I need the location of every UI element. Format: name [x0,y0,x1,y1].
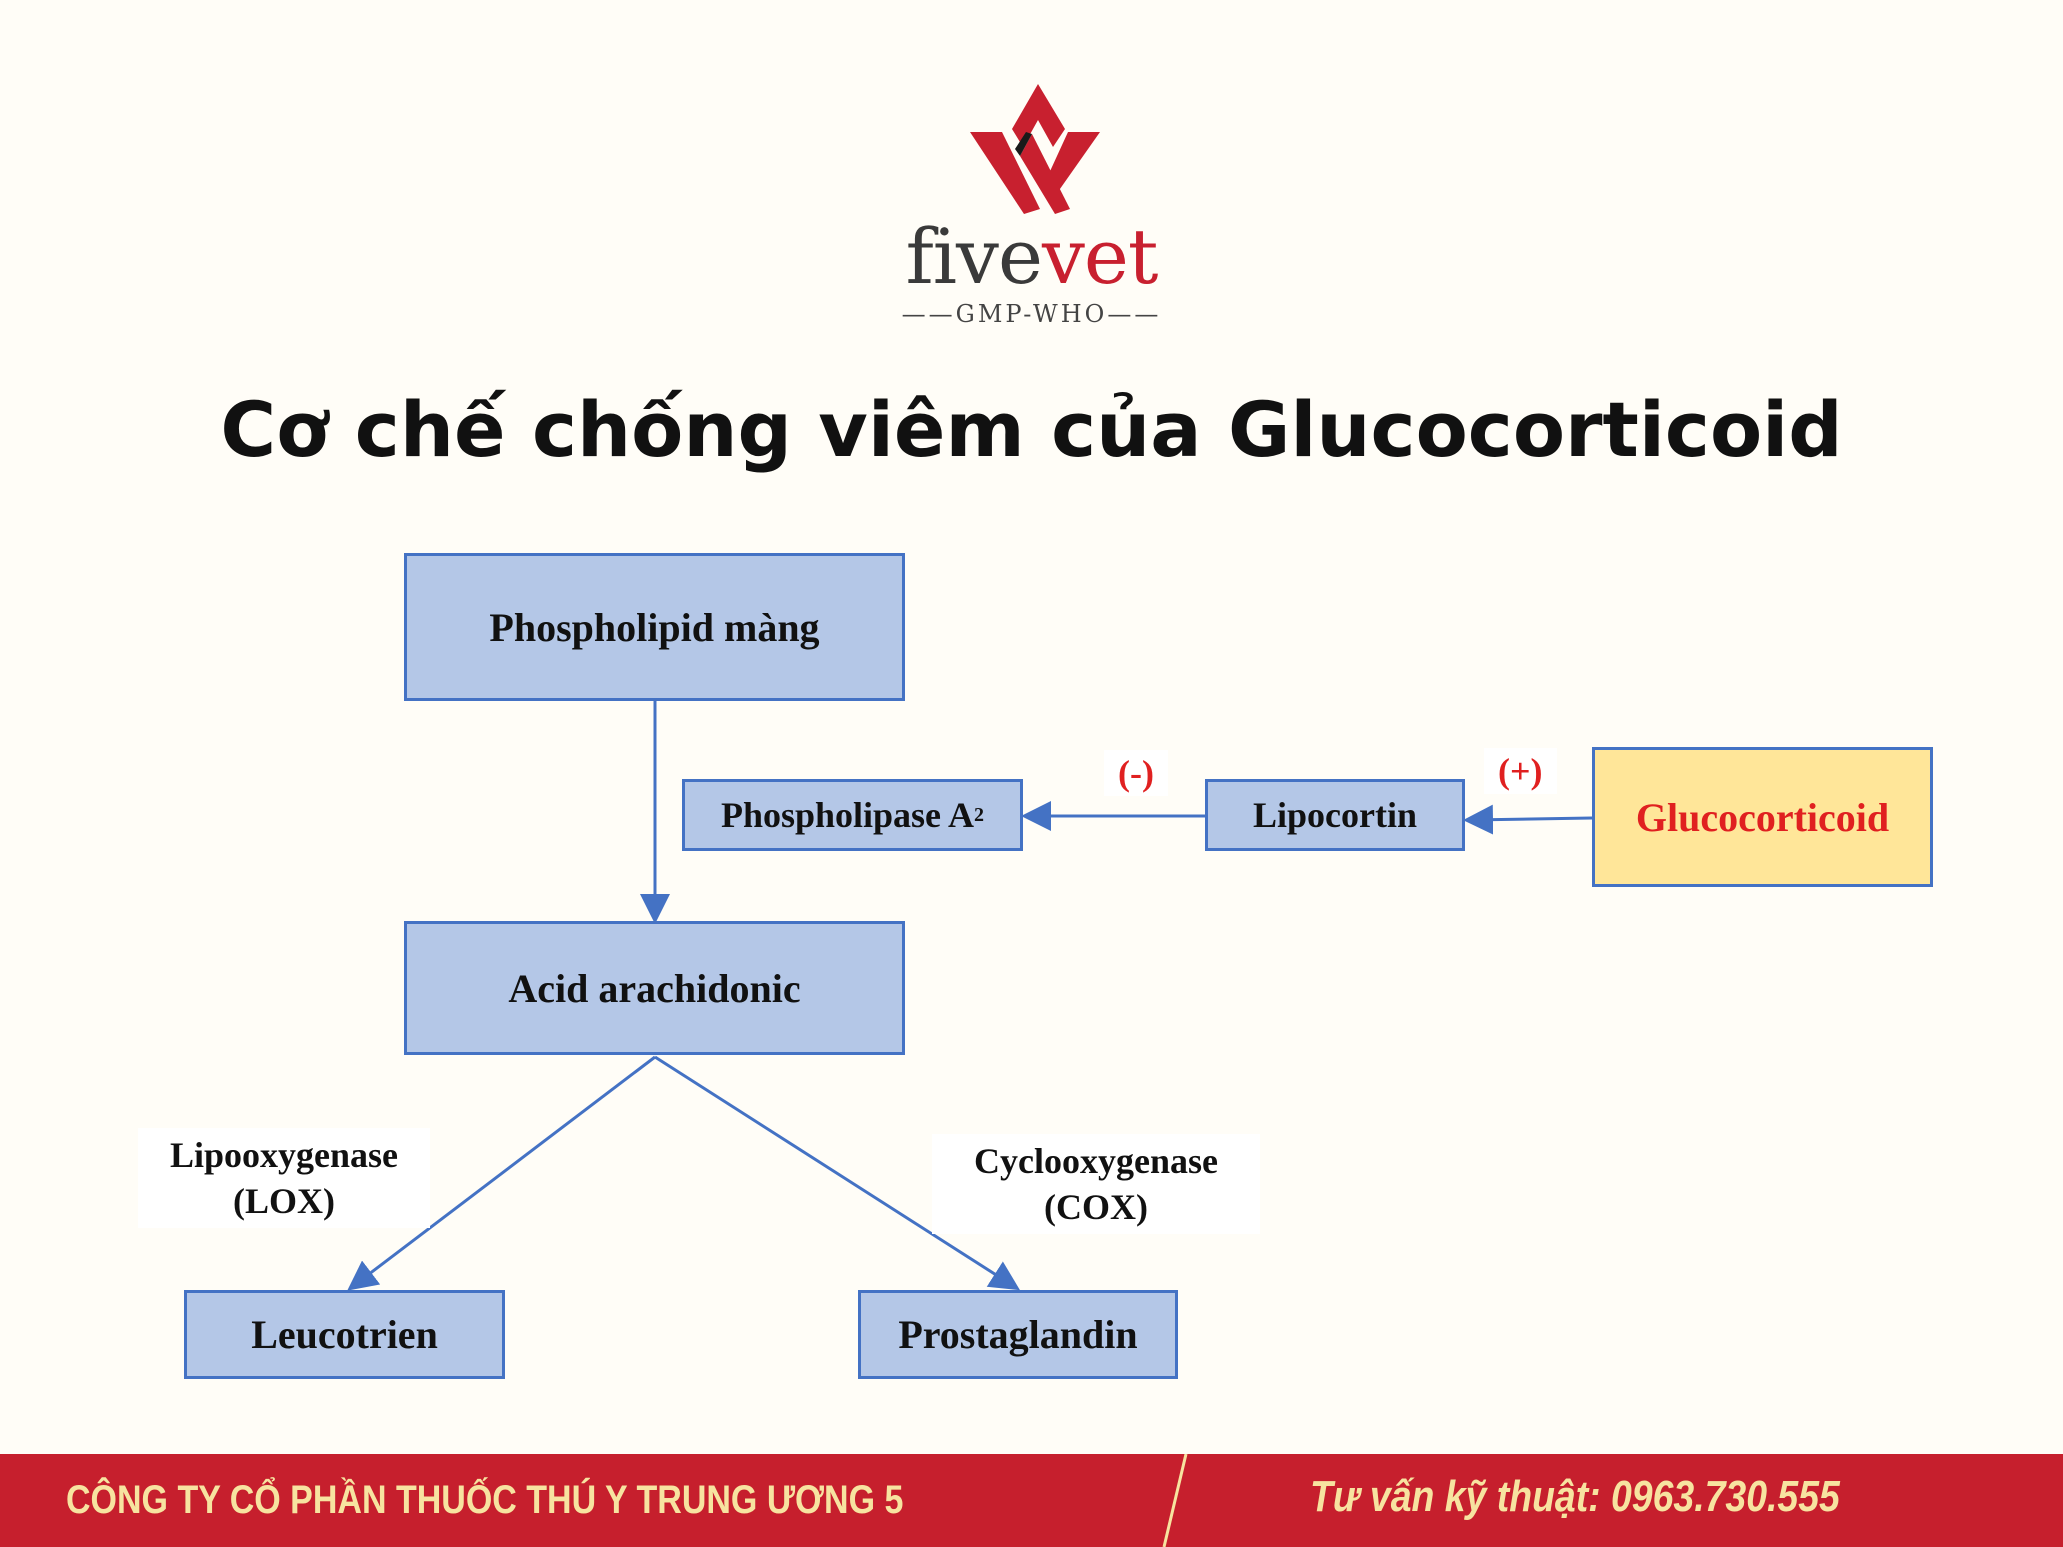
stimulate-label: (+) [1484,748,1557,794]
node-glucocorticoid: Glucocorticoid [1592,747,1933,887]
arrow-glucocorticoid-to-lipocortin [1463,804,1593,835]
arrow-arachidonic-to-prostaglandin [654,1055,1021,1291]
fivevet-logo-icon [970,84,1100,214]
arrow-arachidonic-to-leucotrien [347,1055,656,1291]
lox-label: Lipooxygenase(LOX) [138,1128,430,1228]
cox-label: Cyclooxygenase(COX) [932,1134,1260,1234]
node-phospholipid: Phospholipid màng [404,553,905,701]
logo-wordmark: fivevet [905,212,1159,301]
node-lipocortin: Lipocortin [1205,779,1465,851]
logo-tagline: ——GMP-WHO—— [901,300,1162,328]
footer-bar [0,1454,2063,1547]
inhibit-label: (-) [1104,750,1168,796]
node-prostaglandin: Prostaglandin [858,1290,1178,1379]
footer-company: CÔNG TY CỔ PHẦN THUỐC THÚ Y TRUNG ƯƠNG 5 [66,1478,904,1522]
footer-divider [1162,1454,1188,1547]
footer-hotline[interactable]: Tư vấn kỹ thuật: 0963.730.555 [1310,1472,1840,1521]
page-title: Cơ chế chống viêm của Glucocorticoid [220,385,1843,474]
node-leucotrien: Leucotrien [184,1290,505,1379]
node-arachidonic: Acid arachidonic [404,921,905,1055]
